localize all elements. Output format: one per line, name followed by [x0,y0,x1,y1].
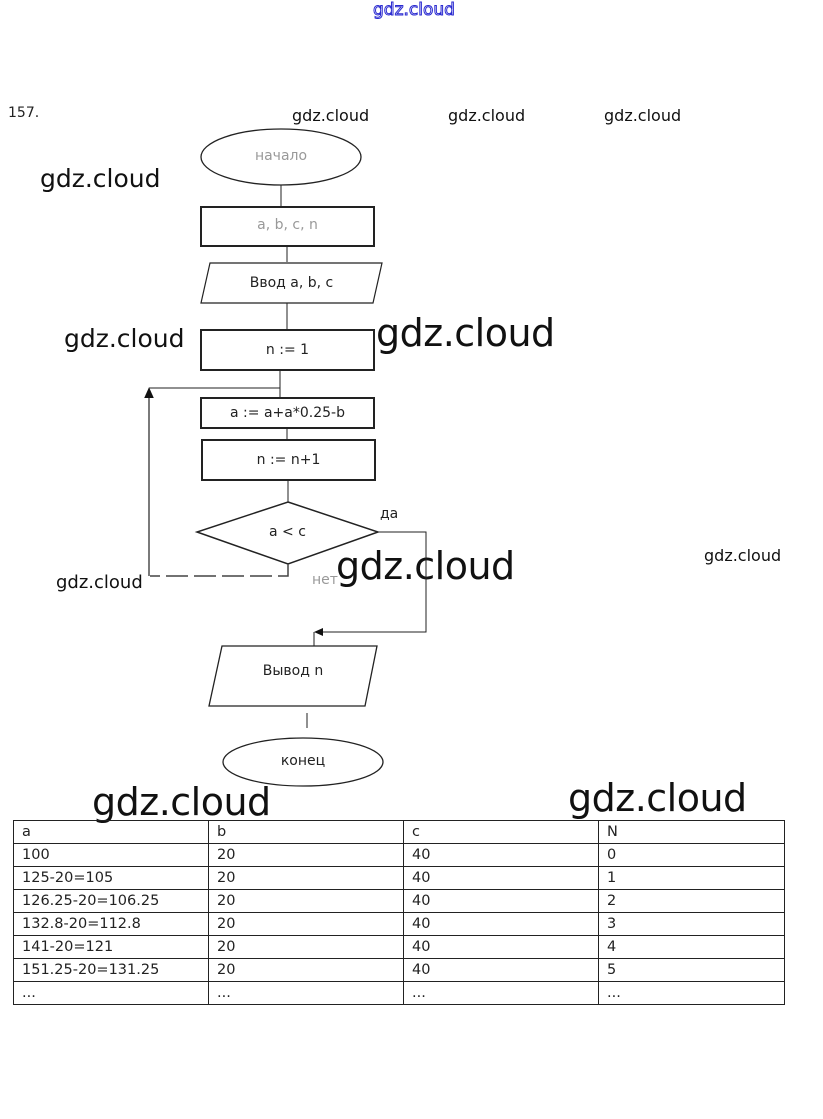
watermark: gdz.cloud [92,780,271,824]
table-row: 100 20 40 0 [13,843,785,867]
watermark: gdz.cloud [604,106,682,125]
header-b: b [208,820,404,844]
cell-n: 4 [598,935,785,959]
table-row: 151.25-20=131.25 20 40 5 [13,958,785,982]
cell-a: ... [13,981,209,1005]
cell-n: ... [598,981,785,1005]
cell-a: 132.8-20=112.8 [13,912,209,936]
flowchart [144,128,427,787]
start-label: начало [254,148,308,164]
loop-back-line [150,564,289,577]
input-label: Ввод a, b, c [249,275,334,291]
cell-c: 40 [403,889,599,913]
input-parallelogram [200,262,383,304]
cell-b: 20 [208,912,404,936]
init-block [200,329,375,371]
cell-c: ... [403,981,599,1005]
watermark: gdz.cloud [448,106,526,125]
cell-b: 20 [208,866,404,890]
cell-a: 151.25-20=131.25 [13,958,209,982]
cell-b: 20 [208,843,404,867]
cell-c: 40 [403,958,599,982]
condition-label: a < c [269,524,306,540]
cell-n: 2 [598,889,785,913]
cell-a: 126.25-20=106.25 [13,889,209,913]
table-row: 125-20=105 20 40 1 [13,866,785,890]
watermark-top: gdz.cloud [373,0,456,21]
trace-table: a b c N 100 20 40 0 125-20=105 20 40 1 1… [13,820,785,1005]
cell-n: 5 [598,958,785,982]
table-row: 132.8-20=112.8 20 40 3 [13,912,785,936]
cell-b: 20 [208,935,404,959]
header-a: a [13,820,209,844]
end-label: конец [280,753,326,769]
watermark: gdz.cloud [64,324,185,353]
end-terminator [222,737,384,787]
cell-n: 0 [598,843,785,867]
cell-a: 141-20=121 [13,935,209,959]
watermark: gdz.cloud [292,106,370,125]
cell-n: 1 [598,866,785,890]
cell-a: 100 [13,843,209,867]
cell-b: ... [208,981,404,1005]
problem-number: 157. [8,105,40,121]
watermark: gdz.cloud [568,776,747,820]
table-header-row: a b c N [13,820,785,844]
cell-c: 40 [403,935,599,959]
cell-c: 40 [403,866,599,890]
variables-label: a, b, c, n [257,217,318,233]
watermark: gdz.cloud [40,164,161,193]
header-n: N [598,820,785,844]
watermark: gdz.cloud [704,546,782,565]
watermark: gdz.cloud [56,572,143,593]
table-row: ... ... ... ... [13,981,785,1005]
table-row: 141-20=121 20 40 4 [13,935,785,959]
table-row: 126.25-20=106.25 20 40 2 [13,889,785,913]
output-label: Вывод n [262,663,324,679]
cell-b: 20 [208,889,404,913]
cell-c: 40 [403,912,599,936]
header-c: c [403,820,599,844]
assign-label: a := a+a*0.25-b [230,405,345,421]
cell-n: 3 [598,912,785,936]
cell-b: 20 [208,958,404,982]
increment-label: n := n+1 [256,452,321,468]
init-label: n := 1 [265,342,310,358]
output-parallelogram [208,645,378,707]
no-label: нет [312,572,338,588]
watermark: gdz.cloud [376,311,555,355]
yes-branch-line [314,531,427,636]
cell-a: 125-20=105 [13,866,209,890]
yes-label: да [380,506,399,522]
cell-c: 40 [403,843,599,867]
